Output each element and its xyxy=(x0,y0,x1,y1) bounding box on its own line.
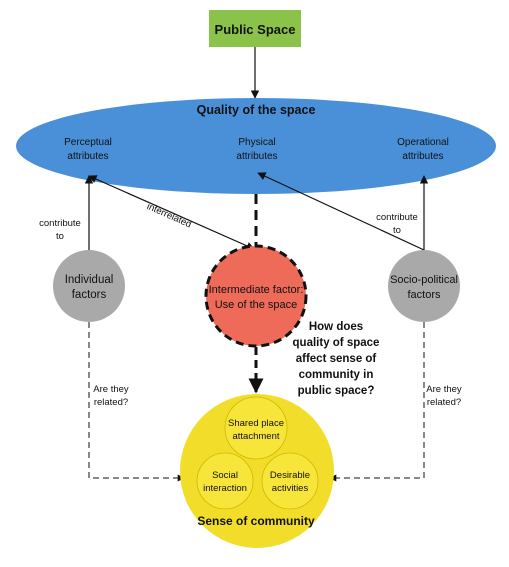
physical-attr-line2: attributes xyxy=(236,151,277,162)
perceptual-attr-line1: Perceptual xyxy=(64,137,112,148)
contribute-right-line2: to xyxy=(393,225,401,236)
question-line5: public space? xyxy=(298,385,375,397)
perceptual-attr-line2: attributes xyxy=(67,151,108,162)
desirable-activities-line1: Desirable xyxy=(270,470,310,481)
socio-political-line1: Socio-political xyxy=(390,274,458,286)
physical-attr-line1: Physical xyxy=(238,137,275,148)
question-line1: How does xyxy=(309,321,363,333)
desirable-activities-line2: activities xyxy=(272,483,309,494)
public-space-label: Public Space xyxy=(215,22,296,37)
individual-factors-circle xyxy=(53,250,125,322)
shared-place-line2: attachment xyxy=(233,431,280,442)
quality-ellipse xyxy=(16,98,496,194)
question-line2: quality of space xyxy=(293,337,380,349)
contribute-left-line1: contribute xyxy=(39,218,81,229)
related-right-line2: related? xyxy=(427,397,461,408)
question-line3: affect sense of xyxy=(296,353,377,365)
sense-of-community-title: Sense of community xyxy=(197,514,315,528)
contribute-right-line1: contribute xyxy=(376,212,418,223)
dashed-socio-to-community xyxy=(329,322,425,482)
intermediate-factor-circle xyxy=(204,244,308,348)
intermediate-factor-node: Intermediate factor: Use of the space xyxy=(204,244,308,348)
individual-factors-node: Individual factors xyxy=(53,250,125,322)
social-interaction-line1: Social xyxy=(212,470,238,481)
public-space-box xyxy=(209,10,301,47)
arrow-interrelated xyxy=(88,175,255,250)
sense-of-community-node: Shared place attachment Social interacti… xyxy=(180,394,334,548)
quality-title: Quality of the space xyxy=(197,103,316,117)
shared-place-circle xyxy=(224,396,288,460)
operational-attr-line1: Operational xyxy=(397,137,449,148)
operational-attr-line2: attributes xyxy=(402,151,443,162)
social-interaction-line2: interaction xyxy=(203,483,247,494)
socio-political-line2: factors xyxy=(407,289,441,301)
research-question: How does quality of space affect sense o… xyxy=(293,321,380,397)
intermediate-factor-line2: Use of the space xyxy=(215,299,298,311)
related-right-line1: Are they xyxy=(426,384,462,395)
public-space-node: Public Space xyxy=(209,10,301,47)
sense-of-community-circle xyxy=(180,394,334,548)
individual-factors-line1: Individual xyxy=(65,274,114,286)
quality-node: Quality of the space Perceptual attribut… xyxy=(16,98,496,194)
intermediate-factor-line1: Intermediate factor: xyxy=(209,284,304,296)
related-left-line2: related? xyxy=(94,397,128,408)
desirable-activities-circle xyxy=(261,452,319,510)
contribute-left-line2: to xyxy=(56,231,64,242)
interrelated-label: interrelated xyxy=(145,201,193,230)
question-line4: community in xyxy=(299,369,374,381)
socio-political-node: Socio-political factors xyxy=(388,250,460,322)
social-interaction-circle xyxy=(196,452,254,510)
socio-political-circle xyxy=(388,250,460,322)
dashed-individual-to-community xyxy=(88,322,185,482)
related-left-line1: Are they xyxy=(93,384,129,395)
shared-place-line1: Shared place xyxy=(228,418,284,429)
arrow-socio-to-physical xyxy=(257,172,425,251)
individual-factors-line2: factors xyxy=(72,289,107,301)
